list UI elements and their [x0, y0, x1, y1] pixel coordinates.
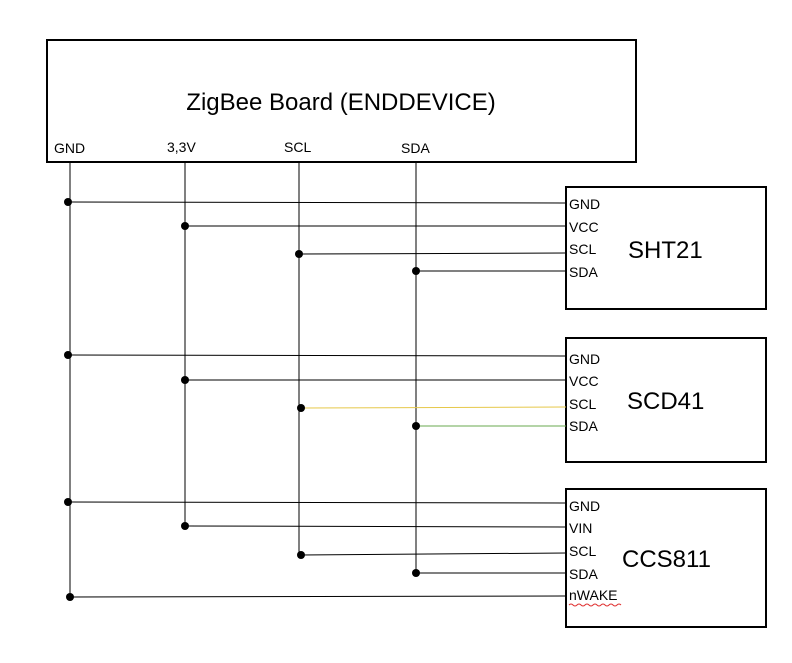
board-pin-3v3: 3,3V: [167, 139, 196, 155]
module-scd41: [565, 337, 767, 463]
zigbee-board: [46, 39, 637, 163]
junction: [295, 250, 303, 258]
sht21-pin-scl: SCL: [569, 241, 596, 257]
wire-ccs811-nwake: [69, 595, 567, 598]
junction: [181, 222, 189, 230]
ccs811-pin-nwake: nWAKE: [569, 587, 618, 603]
junction: [64, 351, 72, 359]
ccs811-wires: [67, 501, 567, 598]
module-ccs811: [565, 488, 767, 628]
board-title: ZigBee Board (ENDDEVICE): [186, 89, 495, 116]
sht21-pin-sda: SDA: [569, 264, 598, 280]
wire-ccs811-vin: [184, 525, 567, 528]
junction: [412, 569, 420, 577]
wire-scd41-gnd: [67, 354, 567, 357]
junction: [66, 593, 74, 601]
board-pin-scl: SCL: [284, 139, 311, 155]
junction: [297, 404, 305, 412]
module-name-sht21: SHT21: [628, 237, 703, 264]
ccs811-pin-sda: SDA: [569, 566, 598, 582]
scd41-pin-vcc: VCC: [569, 373, 599, 389]
wire-sht21-gnd: [67, 201, 567, 204]
wire-sht21-scl: [298, 252, 567, 255]
wire-scd41-scl: [300, 406, 567, 409]
scd41-pin-sda: SDA: [569, 418, 598, 434]
junction: [64, 498, 72, 506]
junction: [181, 522, 189, 530]
sht21-pin-gnd: GND: [569, 196, 600, 212]
sht21-junctions: [64, 198, 420, 275]
sht21-pin-vcc: VCC: [569, 219, 599, 235]
junction: [181, 376, 189, 384]
board-pin-gnd: GND: [54, 140, 85, 156]
scd41-pin-gnd: GND: [569, 351, 600, 367]
module-sht21: [565, 186, 767, 310]
ccs811-pin-gnd: GND: [569, 498, 600, 514]
junction: [412, 422, 420, 430]
spellcheck-underline: [568, 603, 622, 607]
junction: [297, 551, 305, 559]
ccs811-pin-vin: VIN: [569, 520, 592, 536]
module-name-scd41: SCD41: [627, 388, 704, 415]
junction: [412, 267, 420, 275]
scd41-pin-scl: SCL: [569, 396, 596, 412]
junction: [64, 198, 72, 206]
ccs811-junctions: [64, 498, 420, 601]
ccs811-pin-scl: SCL: [569, 543, 596, 559]
scd41-wires: [67, 354, 567, 427]
scd41-junctions: [64, 351, 420, 430]
wire-ccs811-gnd: [67, 501, 567, 504]
module-name-ccs811: CCS811: [622, 546, 711, 573]
wire-ccs811-scl: [300, 552, 567, 556]
board-pin-sda: SDA: [401, 140, 430, 156]
sht21-wires: [67, 201, 567, 272]
